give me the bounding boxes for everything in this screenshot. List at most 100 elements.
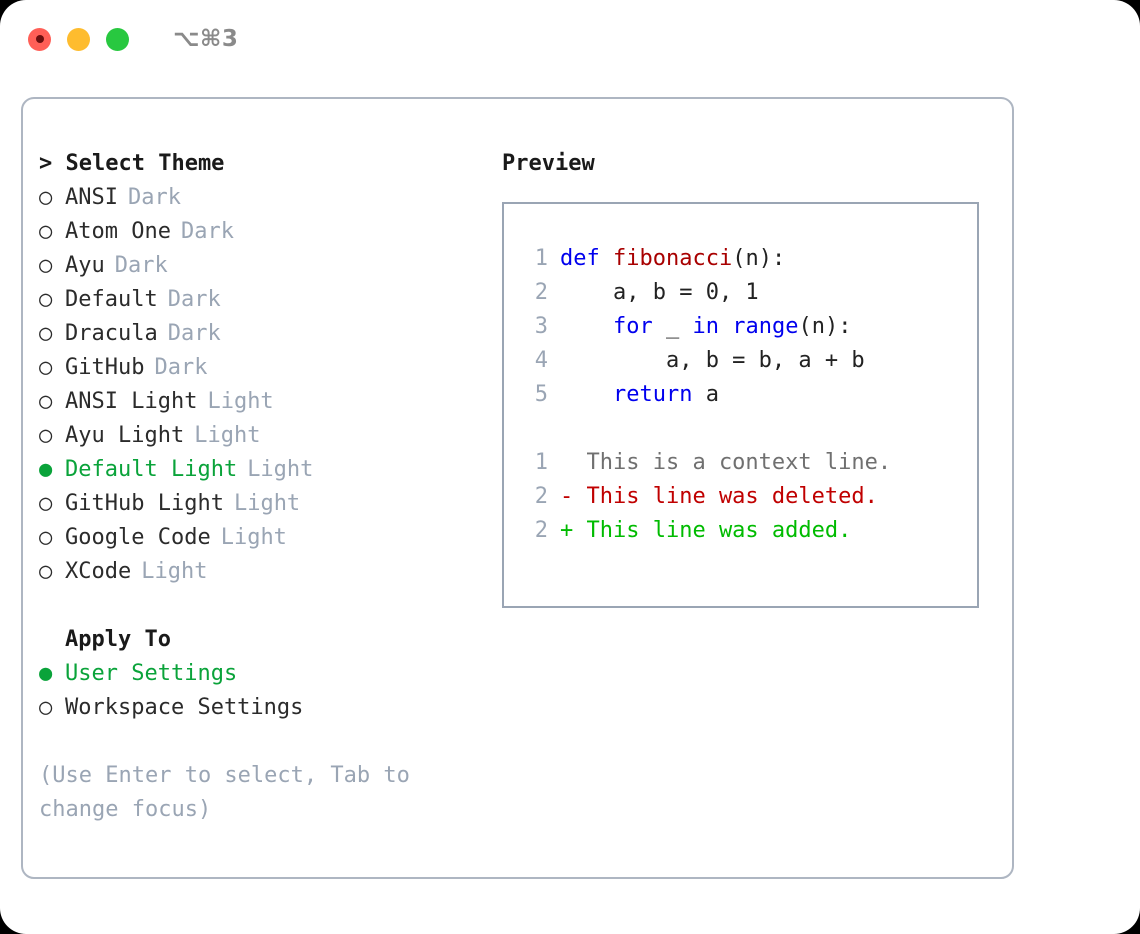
radio-unselected-icon: ○	[39, 389, 53, 414]
maximize-button[interactable]	[106, 27, 129, 51]
code-token: in	[692, 314, 733, 339]
code-token: a	[692, 382, 719, 407]
radio-unselected-icon: ○	[39, 219, 53, 244]
code-line-content: a, b = b, a + b	[560, 344, 865, 378]
code-token	[560, 314, 613, 339]
theme-option-label: XCode	[65, 559, 132, 584]
theme-option-mode-tag: Light	[141, 559, 208, 584]
code-token: range	[732, 314, 799, 339]
code-token: fibonacci	[612, 246, 733, 271]
code-token: for	[612, 314, 653, 339]
theme-option-label: ANSI	[65, 185, 118, 210]
radio-unselected-icon: ○	[39, 491, 53, 516]
theme-option-mode-tag: Light	[247, 457, 314, 482]
traffic-lights	[28, 27, 129, 51]
theme-option-label: GitHub	[65, 355, 145, 380]
diff-line: 2 + This line was added.	[518, 514, 977, 548]
apply-to-option-label: Workspace Settings	[65, 695, 304, 720]
theme-option-google-code[interactable]: ○ Google Code Light	[39, 521, 487, 555]
theme-option-github-light[interactable]: ○ GitHub Light Light	[39, 487, 487, 521]
theme-option-xcode[interactable]: ○ XCode Light	[39, 555, 487, 589]
code-line-content: return a	[560, 378, 719, 412]
code-line-content: def fibonacci(n):	[560, 242, 785, 276]
code-line: 1 def fibonacci(n):	[518, 242, 977, 276]
radio-unselected-icon: ○	[39, 355, 53, 380]
code-diff-spacer	[518, 412, 977, 446]
radio-unselected-icon: ○	[39, 559, 53, 584]
apply-to-option-workspace-settings[interactable]: ○Workspace Settings	[39, 691, 487, 725]
theme-option-default[interactable]: ○ Default Dark	[39, 283, 487, 317]
diff-line-number: 1	[534, 450, 548, 475]
apply-to-list: ●User Settings○Workspace Settings	[39, 657, 487, 725]
close-inner-dot	[35, 35, 44, 43]
minimize-button[interactable]	[67, 27, 90, 51]
theme-option-ansi[interactable]: ○ ANSI Dark	[39, 181, 487, 215]
theme-option-label: ANSI Light	[65, 389, 198, 414]
theme-option-label: Dracula	[65, 321, 158, 346]
theme-option-mode-tag: Dark	[167, 287, 221, 312]
theme-option-default-light[interactable]: ● Default Light Light	[39, 453, 487, 487]
select-theme-heading: > Select Theme	[39, 151, 225, 176]
code-line-content: a, b = 0, 1	[560, 276, 759, 310]
code-token: a, b = 0, 1	[560, 280, 759, 305]
code-line-number: 5	[534, 382, 548, 407]
code-line-number: 1	[534, 246, 548, 271]
theme-option-label: Ayu Light	[65, 423, 185, 448]
window-titlebar: ⌥⌘3	[0, 0, 1140, 78]
theme-option-mode-tag: Light	[220, 525, 287, 550]
theme-option-label: Default Light	[65, 457, 238, 482]
radio-selected-icon: ●	[39, 661, 53, 686]
code-line-content: for _ in range(n):	[560, 310, 851, 344]
theme-option-label: Default	[65, 287, 158, 312]
code-line: 2 a, b = 0, 1	[518, 276, 977, 310]
diff-line-content: + This line was added.	[560, 518, 852, 543]
section-spacer	[39, 589, 487, 623]
radio-unselected-icon: ○	[39, 185, 53, 210]
radio-selected-icon: ●	[39, 457, 53, 482]
code-token: (n):	[798, 314, 852, 339]
theme-option-mode-tag: Dark	[180, 219, 234, 244]
theme-option-mode-tag: Dark	[167, 321, 221, 346]
close-button[interactable]	[28, 27, 51, 51]
theme-option-mode-tag: Dark	[154, 355, 208, 380]
radio-unselected-icon: ○	[39, 321, 53, 346]
theme-option-ansi-light[interactable]: ○ ANSI Light Light	[39, 385, 487, 419]
code-token: def	[560, 246, 613, 271]
radio-unselected-icon: ○	[39, 525, 53, 550]
radio-unselected-icon: ○	[39, 287, 53, 312]
code-token: (n):	[732, 246, 786, 271]
apply-to-option-user-settings[interactable]: ●User Settings	[39, 657, 487, 691]
theme-option-github[interactable]: ○ GitHub Dark	[39, 351, 487, 385]
code-line-number: 3	[534, 314, 548, 339]
code-line-number: 4	[534, 348, 548, 373]
keyboard-shortcut-label: ⌥⌘3	[173, 26, 239, 52]
theme-option-mode-tag: Light	[233, 491, 301, 516]
code-line: 4 a, b = b, a + b	[518, 344, 977, 378]
apply-to-heading: Apply To	[65, 627, 171, 652]
theme-option-mode-tag: Light	[207, 389, 274, 414]
diff-line-content: This is a context line.	[560, 450, 892, 475]
code-token: a, b = b, a + b	[560, 348, 865, 373]
diff-line-number: 2	[534, 484, 548, 509]
theme-option-mode-tag: Dark	[127, 185, 181, 210]
code-token	[560, 382, 613, 407]
code-line: 3 for _ in range(n):	[518, 310, 977, 344]
code-token: return	[612, 382, 693, 407]
theme-option-label: Ayu	[65, 253, 105, 278]
diff-line-number: 2	[534, 518, 548, 543]
preview-heading: Preview	[502, 151, 595, 176]
diff-line-content: - This line was deleted.	[560, 484, 878, 509]
theme-option-label: Google Code	[65, 525, 211, 550]
theme-option-dracula[interactable]: ○ Dracula Dark	[39, 317, 487, 351]
theme-option-mode-tag: Dark	[114, 253, 168, 278]
code-line: 5 return a	[518, 378, 977, 412]
theme-option-label: GitHub Light	[65, 491, 224, 516]
